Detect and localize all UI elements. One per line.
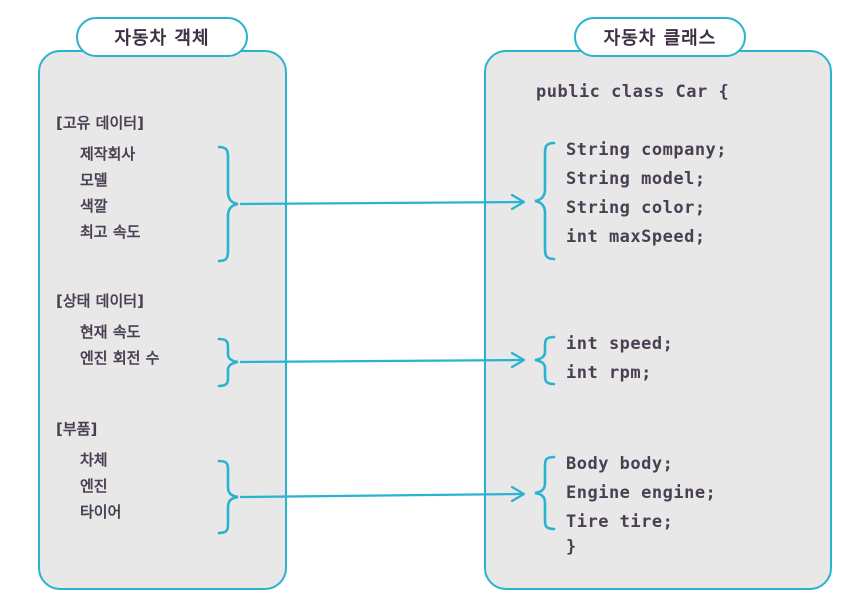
code-line: String company; bbox=[566, 140, 728, 160]
group-state-data-items: 현재 속도 엔진 회전 수 bbox=[56, 319, 159, 371]
list-item: 색깔 bbox=[80, 197, 108, 215]
code-line: Tire tire; bbox=[566, 512, 674, 532]
code-block-unique-fields: String company; String model; String col… bbox=[566, 136, 727, 252]
group-parts-items: 차체 엔진 타이어 bbox=[56, 447, 121, 525]
list-item: 엔진 bbox=[80, 477, 108, 495]
list-item: 타이어 bbox=[80, 503, 122, 521]
class-panel-title: 자동차 클래스 bbox=[603, 28, 717, 49]
code-block-state-fields: int speed; int rpm; bbox=[566, 330, 673, 388]
group-unique-data-items: 제작회사 모델 색깔 최고 속도 bbox=[56, 141, 144, 245]
group-unique-data: [고유 데이터] 제작회사 모델 색깔 최고 속도 bbox=[56, 112, 144, 245]
code-line: int speed; bbox=[566, 334, 674, 354]
list-item: 제작회사 bbox=[80, 145, 136, 163]
code-block-part-fields: Body body; Engine engine; Tire tire; bbox=[566, 450, 716, 537]
object-panel-title: 자동차 객체 bbox=[114, 28, 210, 49]
list-item: 현재 속도 bbox=[80, 323, 141, 341]
code-line: int rpm; bbox=[566, 363, 652, 383]
group-state-data-header: [상태 데이터] bbox=[56, 292, 144, 310]
class-closing-brace: } bbox=[566, 537, 577, 557]
code-line: Body body; bbox=[566, 454, 674, 474]
object-panel bbox=[38, 50, 287, 590]
group-parts-header: [부품] bbox=[56, 420, 98, 438]
group-unique-data-header: [고유 데이터] bbox=[56, 114, 144, 132]
class-panel-title-pill: 자동차 클래스 bbox=[574, 17, 746, 57]
group-state-data: [상태 데이터] 현재 속도 엔진 회전 수 bbox=[56, 290, 159, 371]
class-declaration-line: public class Car { bbox=[536, 82, 730, 102]
code-line: String model; bbox=[566, 169, 706, 189]
code-line: String color; bbox=[566, 198, 706, 218]
code-line: int maxSpeed; bbox=[566, 227, 706, 247]
group-parts: [부품] 차체 엔진 타이어 bbox=[56, 418, 121, 525]
code-line: Engine engine; bbox=[566, 483, 717, 503]
object-panel-title-pill: 자동차 객체 bbox=[76, 17, 248, 57]
list-item: 차체 bbox=[80, 451, 108, 469]
list-item: 엔진 회전 수 bbox=[80, 349, 160, 367]
list-item: 최고 속도 bbox=[80, 223, 141, 241]
list-item: 모델 bbox=[80, 171, 108, 189]
